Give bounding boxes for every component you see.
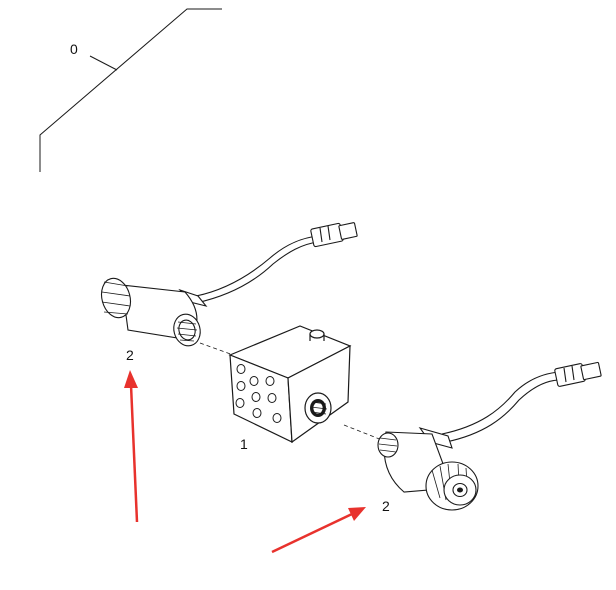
callout-solenoid-left: 2 (126, 347, 134, 363)
callout-valve-block: 1 (240, 436, 248, 452)
assembly-axis-lines (199, 342, 383, 441)
valve-block-ports (235, 364, 282, 423)
callout-solenoid-right: 2 (382, 498, 390, 514)
solenoid-coil-right (377, 361, 602, 511)
callout-assembly: 0 (70, 41, 78, 57)
red-arrow-right (271, 507, 366, 554)
solenoid-coil-left (100, 222, 358, 347)
valve-block (228, 325, 352, 444)
red-arrow-left (124, 370, 139, 523)
assembly-bracket (39, 8, 222, 172)
